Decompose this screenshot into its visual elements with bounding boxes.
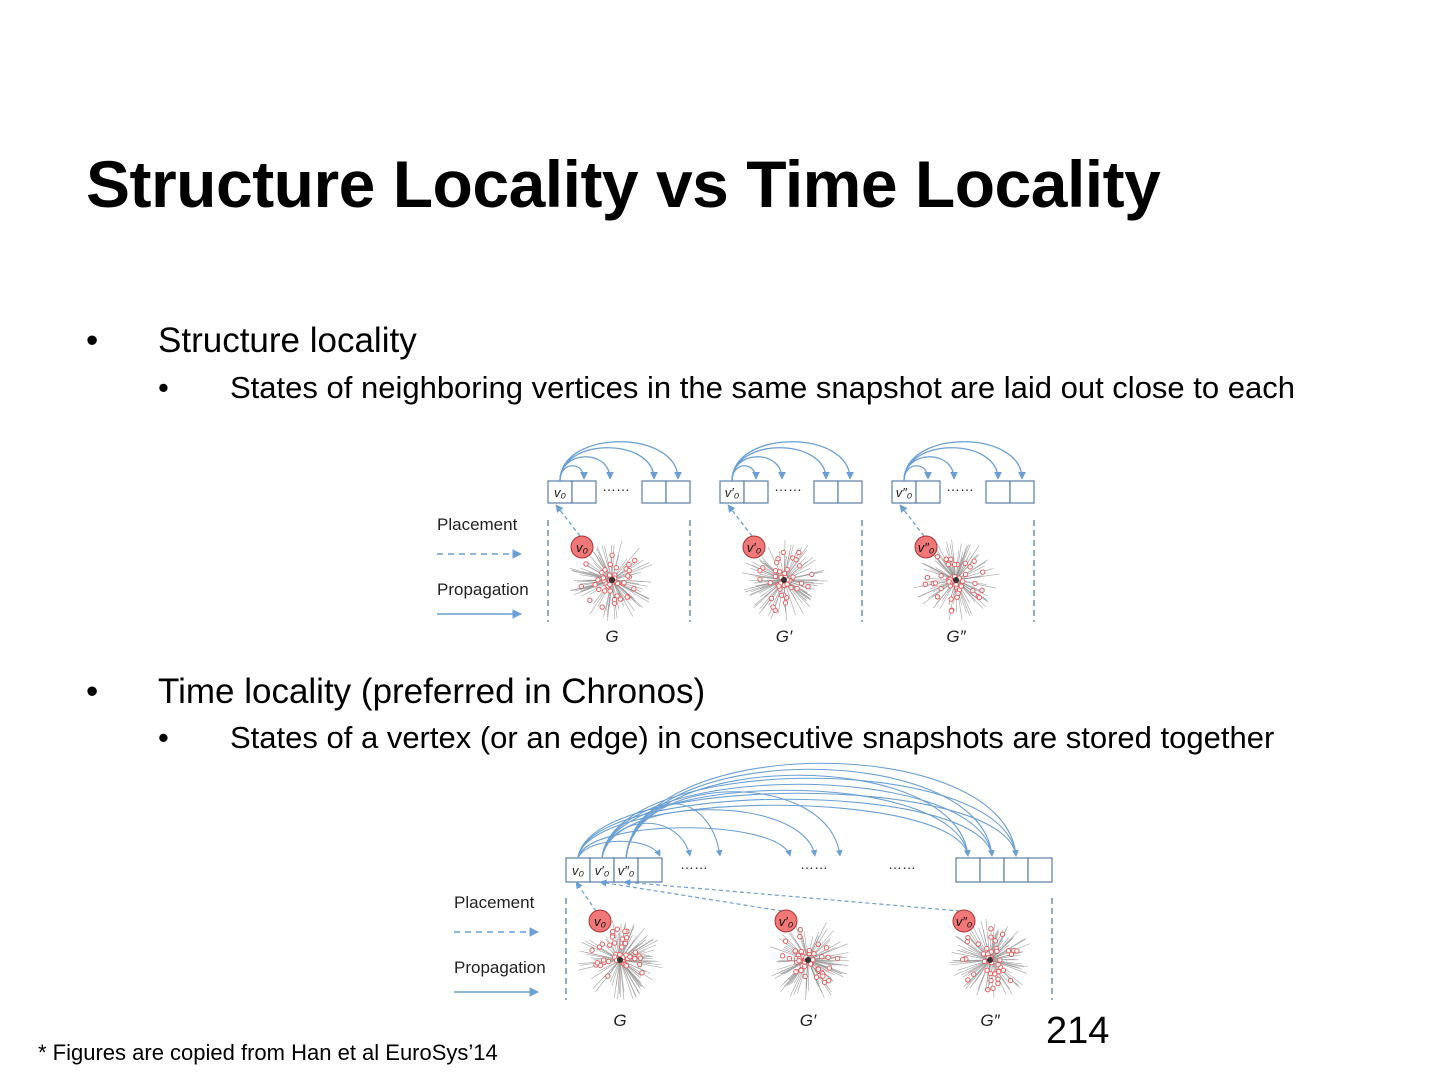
fig2-ellipsis: …… [888, 856, 916, 872]
fig2-cell-label: v′₀ [595, 863, 610, 878]
fig2-vertex-label: v′₀ [779, 914, 794, 929]
fig2-propagation-arc [577, 798, 995, 859]
sub-bullet-time-locality: • States of a vertex (or an edge) in con… [158, 716, 1348, 759]
fig2-cell [1027, 857, 1053, 883]
sub-bullet-text: States of a vertex (or an edge) in conse… [230, 720, 1275, 755]
sub-bullet-text: States of neighboring vertices in the sa… [230, 370, 1295, 405]
fig1-graph-label: G″ [946, 627, 966, 646]
fig1-vertex-label: v′₀ [747, 540, 762, 555]
fig2-vertex-label: v₀ [594, 914, 607, 929]
fig1-placement-arrow [555, 504, 581, 537]
fig1-cell-label: v₀ [554, 485, 567, 500]
fig2-graph-label: G [613, 1011, 626, 1030]
fig1-propagation-arc [559, 441, 682, 482]
fig2-propagation-arc [577, 804, 971, 859]
fig1-vertex-label: v₀ [576, 540, 589, 555]
fig1-vertex [914, 535, 938, 559]
fig2-graph-cluster [770, 922, 849, 1001]
fig2-propagation-arc [577, 792, 1019, 859]
fig1-cell [641, 480, 667, 504]
fig2-vertex [952, 909, 976, 933]
fig2-propagation-arc [625, 762, 1019, 859]
fig2-propagation-arc [601, 789, 971, 859]
fig2-cell [1003, 857, 1029, 883]
fig2-cell [979, 857, 1005, 883]
slide-title: Structure Locality vs Time Locality [86, 147, 1161, 221]
fig1-cell [837, 480, 863, 504]
footnote: * Figures are copied from Han et al Euro… [38, 1040, 498, 1065]
fig1-ellipsis: …… [774, 478, 802, 494]
fig1-graph-label: G′ [776, 627, 793, 646]
fig1-legend-propagation-label: Propagation [437, 580, 529, 599]
fig1-propagation-arc [903, 441, 1026, 482]
fig1-vertex [570, 535, 594, 559]
page-number: 214 [1046, 1010, 1110, 1052]
fig2-cell [955, 857, 981, 883]
fig1-placement-arrow [899, 504, 925, 537]
fig2-graph-cluster [578, 920, 663, 1000]
fig2-vertex [774, 909, 798, 933]
fig1-propagation-arc [903, 447, 1002, 482]
fig2-propagation-arc [601, 822, 692, 859]
bullet-text: Time locality (preferred in Chronos) [158, 672, 706, 711]
sub-bullet-marker: • [158, 370, 169, 405]
fig1-placement-arrow [727, 504, 753, 537]
fig1-graph-cluster [913, 539, 1000, 621]
fig2-placement-arrow [575, 881, 597, 912]
fig1-cell [915, 480, 941, 504]
fig1-cell-label: v″₀ [896, 485, 913, 500]
fig1-vertex [742, 535, 766, 559]
fig1-cell [571, 480, 597, 504]
fig2-graph-label: G″ [980, 1011, 1000, 1030]
fig2-ellipsis: …… [800, 856, 828, 872]
fig2-propagation-arc [601, 777, 1019, 859]
fig2-graph-cluster [950, 918, 1030, 998]
fig2-legend-placement-label: Placement [454, 893, 535, 912]
fig1-graph-cluster [741, 539, 828, 621]
fig2-placement-arrow [623, 878, 961, 912]
fig1-cell [1009, 480, 1035, 504]
fig2-propagation-arc [601, 809, 818, 859]
bullet-marker: • [86, 321, 99, 360]
fig2-propagation-arc [577, 840, 661, 859]
fig1-graph-label: G [605, 627, 618, 646]
fig2-propagation-arc [601, 783, 995, 859]
fig2-cell-vertex [613, 857, 639, 883]
fig1-propagation-arc [559, 447, 658, 482]
fig2-legend-propagation-label: Propagation [454, 958, 546, 977]
fig2-propagation-arc [625, 768, 995, 859]
fig2-graph-label: G′ [800, 1011, 817, 1030]
fig2-cell-label: v₀ [572, 863, 585, 878]
fig1-ellipsis: …… [946, 478, 974, 494]
fig1-propagation-arc [731, 447, 830, 482]
fig2-cell [637, 857, 663, 883]
fig1-propagation-arc [731, 441, 854, 482]
fig2-propagation-arc [625, 774, 971, 859]
fig1-legend-placement-label: Placement [437, 515, 518, 534]
fig2-propagation-arc [577, 827, 792, 859]
fig2-ellipsis: …… [680, 856, 708, 872]
sub-bullet-structure-locality: • States of neighboring vertices in the … [158, 366, 1348, 409]
bullet-marker: • [86, 672, 99, 711]
fig1-graph-cluster [569, 540, 653, 621]
fig2-vertex-label: v″₀ [956, 914, 973, 929]
fig1-cell-label: v′₀ [725, 485, 740, 500]
fig2-vertex [588, 909, 612, 933]
fig1-cell [985, 480, 1011, 504]
fig2-propagation-arc [625, 791, 843, 859]
sub-bullet-marker: • [158, 720, 169, 755]
fig1-ellipsis: …… [602, 478, 630, 494]
fig2-cell-label: v″₀ [618, 863, 635, 878]
fig1-cell [743, 480, 769, 504]
fig1-cell [813, 480, 839, 504]
fig1-vertex-label: v″₀ [918, 540, 935, 555]
fig2-placement-arrow [599, 879, 783, 912]
fig2-cell-vertex [565, 857, 591, 883]
fig1-cell [665, 480, 691, 504]
bullet-text: Structure locality [158, 321, 417, 360]
